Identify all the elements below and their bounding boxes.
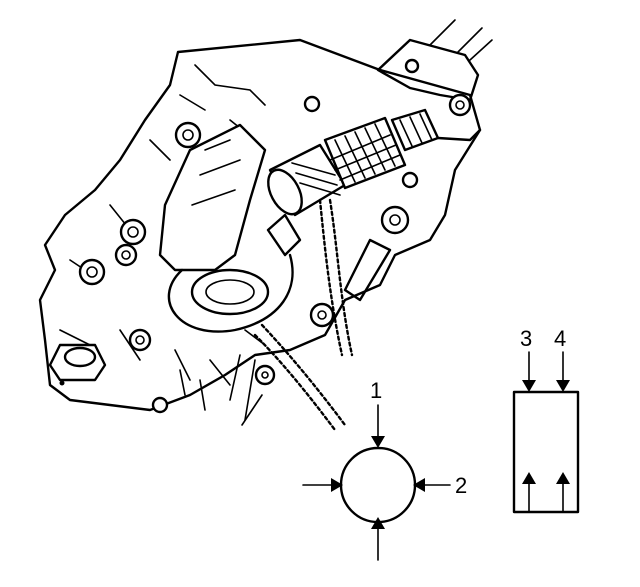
block-outline <box>38 38 482 412</box>
callout-3-label: 3 <box>520 326 532 351</box>
journal-inner <box>205 279 255 305</box>
bracket-edge-lines <box>429 19 493 61</box>
crankshaft-journal <box>190 268 270 316</box>
ratchet-stop <box>390 108 440 152</box>
arrow-3-head <box>522 380 536 392</box>
arrow-left-head <box>331 478 343 492</box>
bracket-hole <box>404 58 420 74</box>
arrow-4-head <box>556 380 570 392</box>
cap-shading <box>191 139 241 206</box>
journal-taper-detail: 3 4 <box>512 326 580 514</box>
journal-cross-section <box>339 446 417 524</box>
mounting-bracket <box>376 38 480 102</box>
arrow-1-head <box>371 436 385 448</box>
micrometer <box>241 108 482 432</box>
micrometer-anvil <box>266 213 302 257</box>
knurl-pattern <box>329 123 401 183</box>
engine-block-illustration <box>38 19 493 421</box>
oil-passage <box>343 238 392 302</box>
callout-4-label: 4 <box>554 326 566 351</box>
ratchet-end <box>436 128 482 142</box>
arrow-bottom-head <box>371 517 385 529</box>
arrow-bottom-left-head <box>522 472 536 484</box>
lanyard-chain <box>253 198 354 432</box>
lower-ribs <box>179 354 256 421</box>
journal-diameter-detail: 1 2 <box>302 378 467 561</box>
callout-1-label: 1 <box>370 378 382 403</box>
arrow-2-head <box>413 478 425 492</box>
sleeve-scale <box>291 162 341 196</box>
bolt-bosses <box>78 93 472 414</box>
journal-side-profile <box>512 390 580 514</box>
leader-line <box>241 394 263 426</box>
arrow-bottom-right-head <box>556 472 570 484</box>
callout-2-label: 2 <box>455 473 467 498</box>
crank-web <box>167 253 294 333</box>
